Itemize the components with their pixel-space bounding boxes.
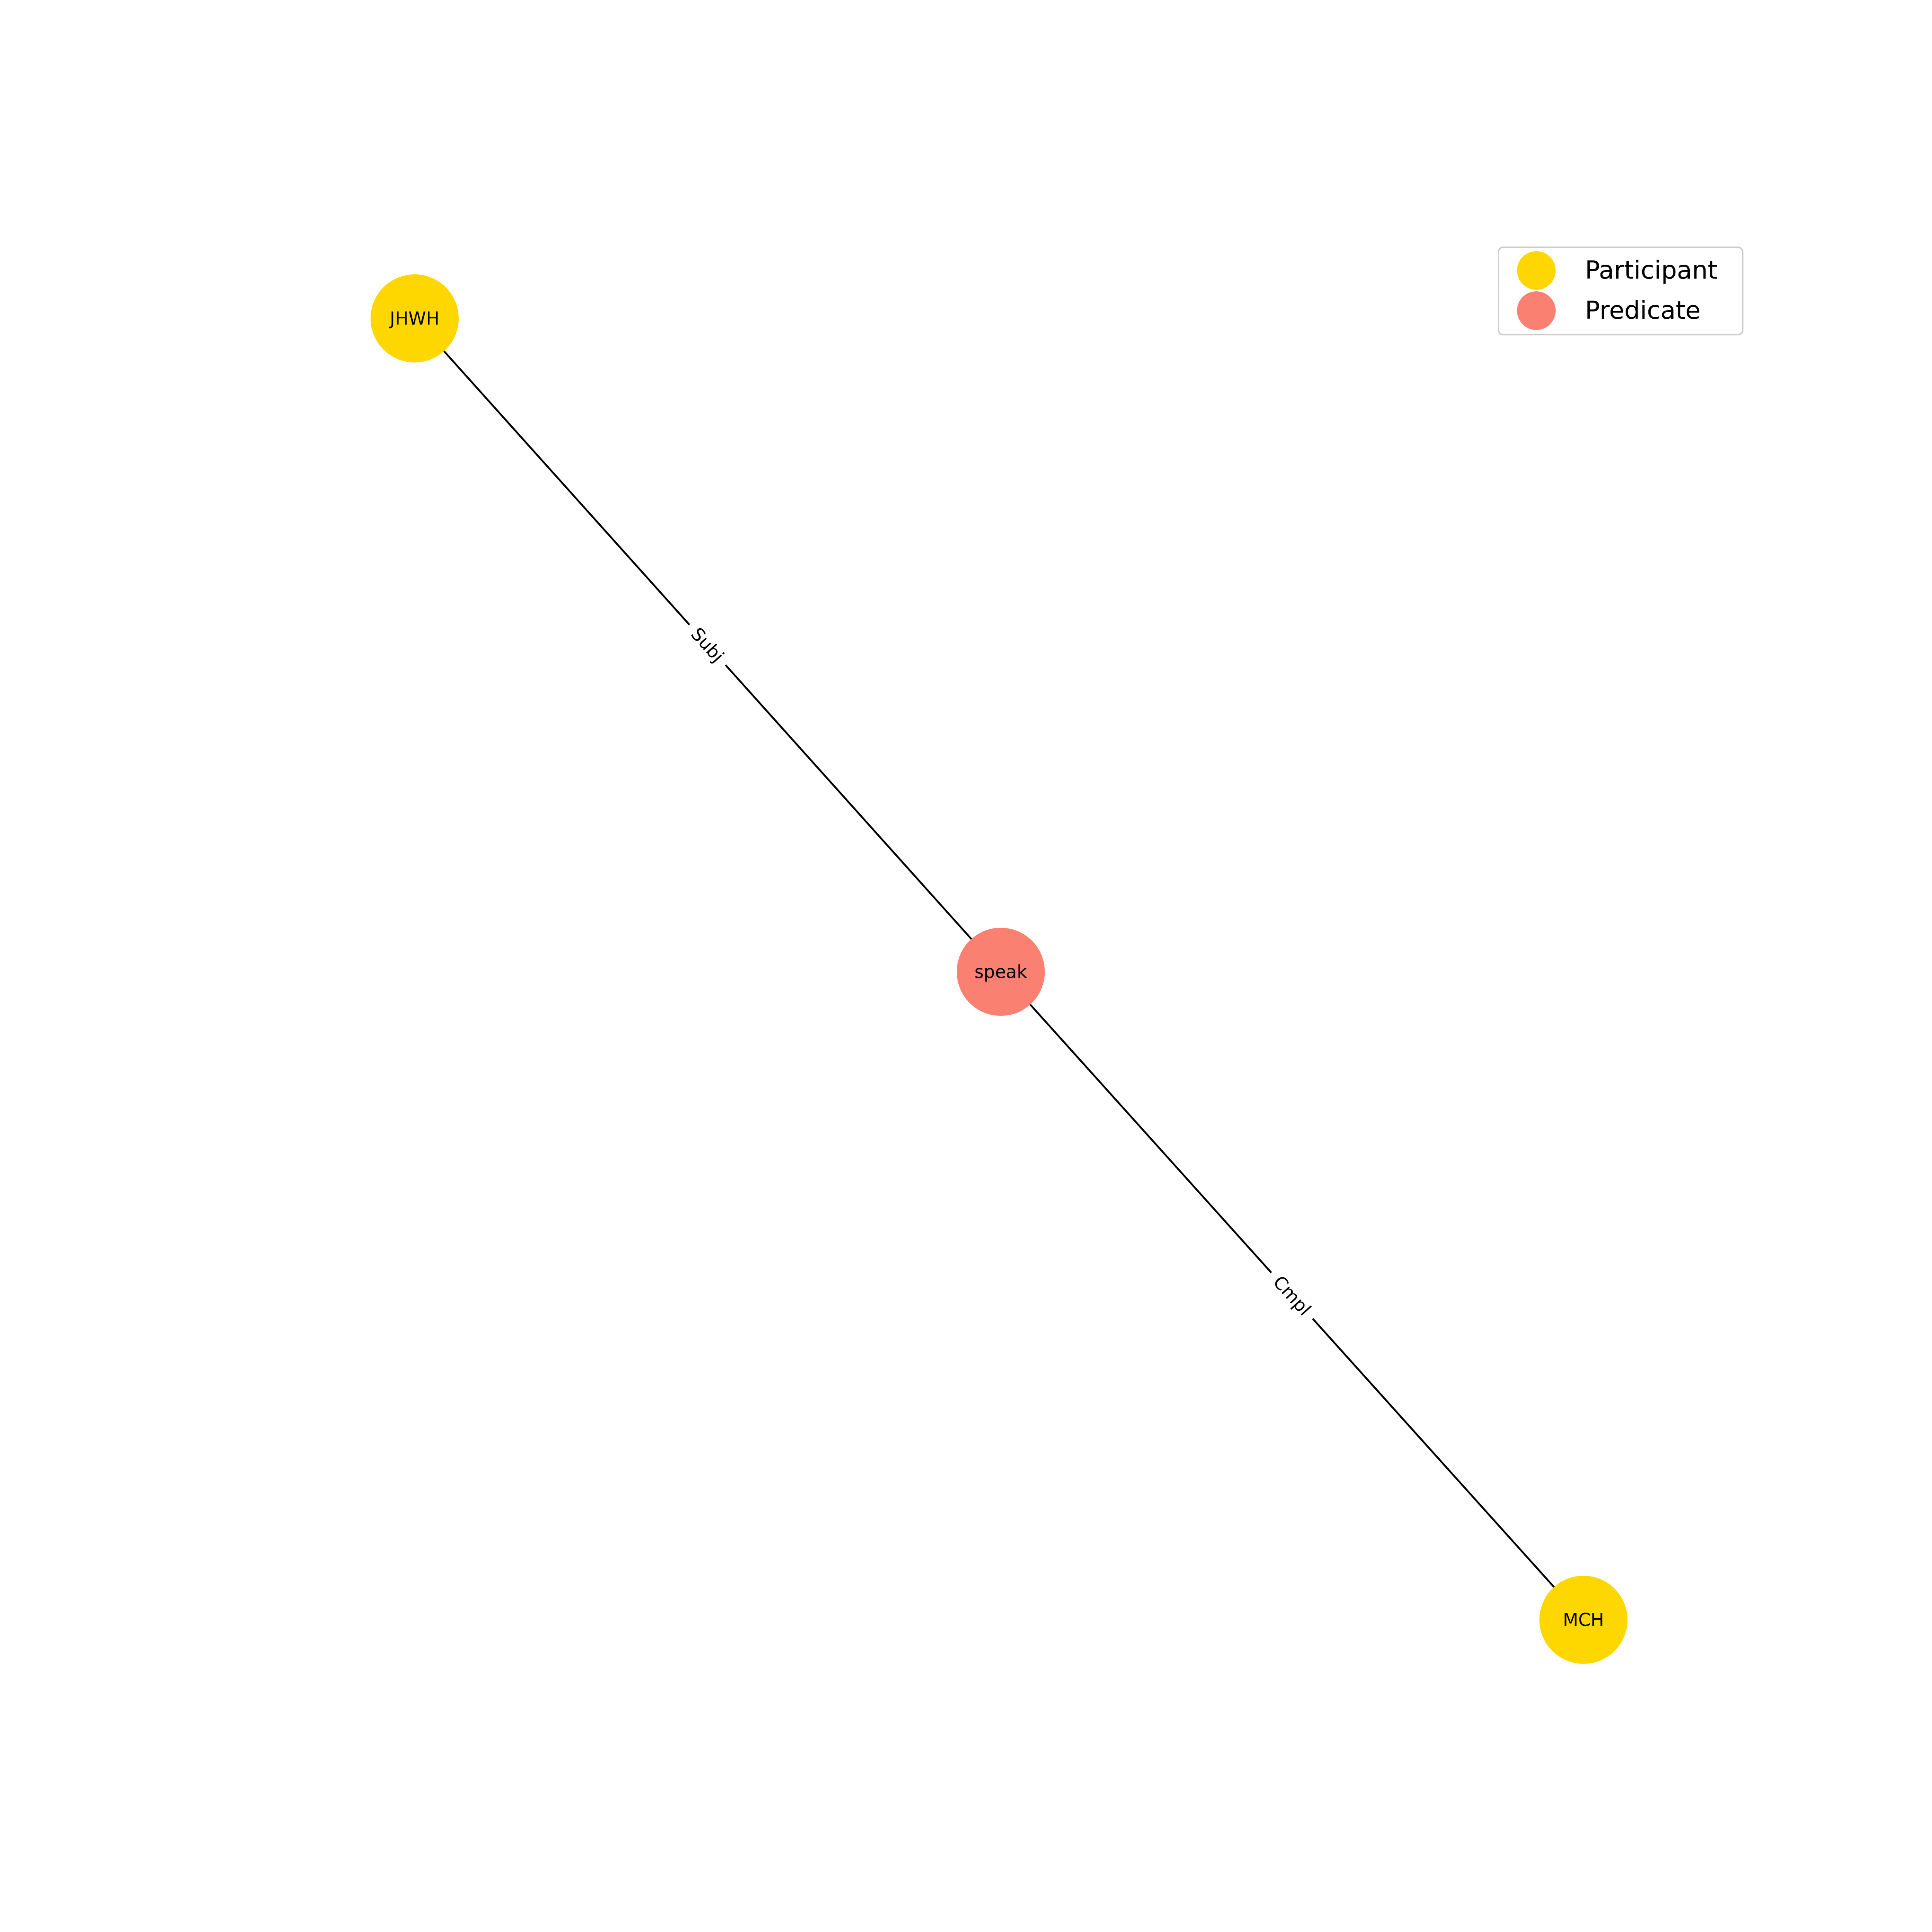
node-mch[interactable]: MCH (1539, 1576, 1628, 1664)
edge-label-subj-bg (679, 616, 736, 674)
edge-label-subj: Subj (679, 616, 736, 674)
legend-box (1498, 247, 1743, 335)
node-jhwh[interactable]: JHWH (371, 274, 459, 362)
legend: Participant Predicate (1498, 247, 1743, 335)
legend-label-participant: Participant (1585, 256, 1718, 285)
edge-label-cmpl-bg (1262, 1264, 1323, 1328)
legend-marker-predicate (1517, 291, 1556, 330)
edge-label-cmpl: Cmpl (1262, 1264, 1323, 1328)
node-jhwh-circle[interactable] (371, 274, 459, 362)
node-speak-label: speak (975, 961, 1027, 982)
nodes: JHWH speak MCH (371, 274, 1628, 1664)
node-mch-label: MCH (1563, 1609, 1604, 1630)
node-speak-circle[interactable] (957, 928, 1045, 1016)
node-speak[interactable]: speak (957, 928, 1045, 1016)
legend-label-predicate: Predicate (1585, 296, 1701, 325)
node-mch-circle[interactable] (1539, 1576, 1628, 1664)
legend-item-predicate: Predicate (1517, 291, 1701, 330)
node-jhwh-label: JHWH (389, 308, 439, 329)
legend-item-participant: Participant (1517, 251, 1718, 290)
legend-marker-participant (1517, 251, 1556, 290)
